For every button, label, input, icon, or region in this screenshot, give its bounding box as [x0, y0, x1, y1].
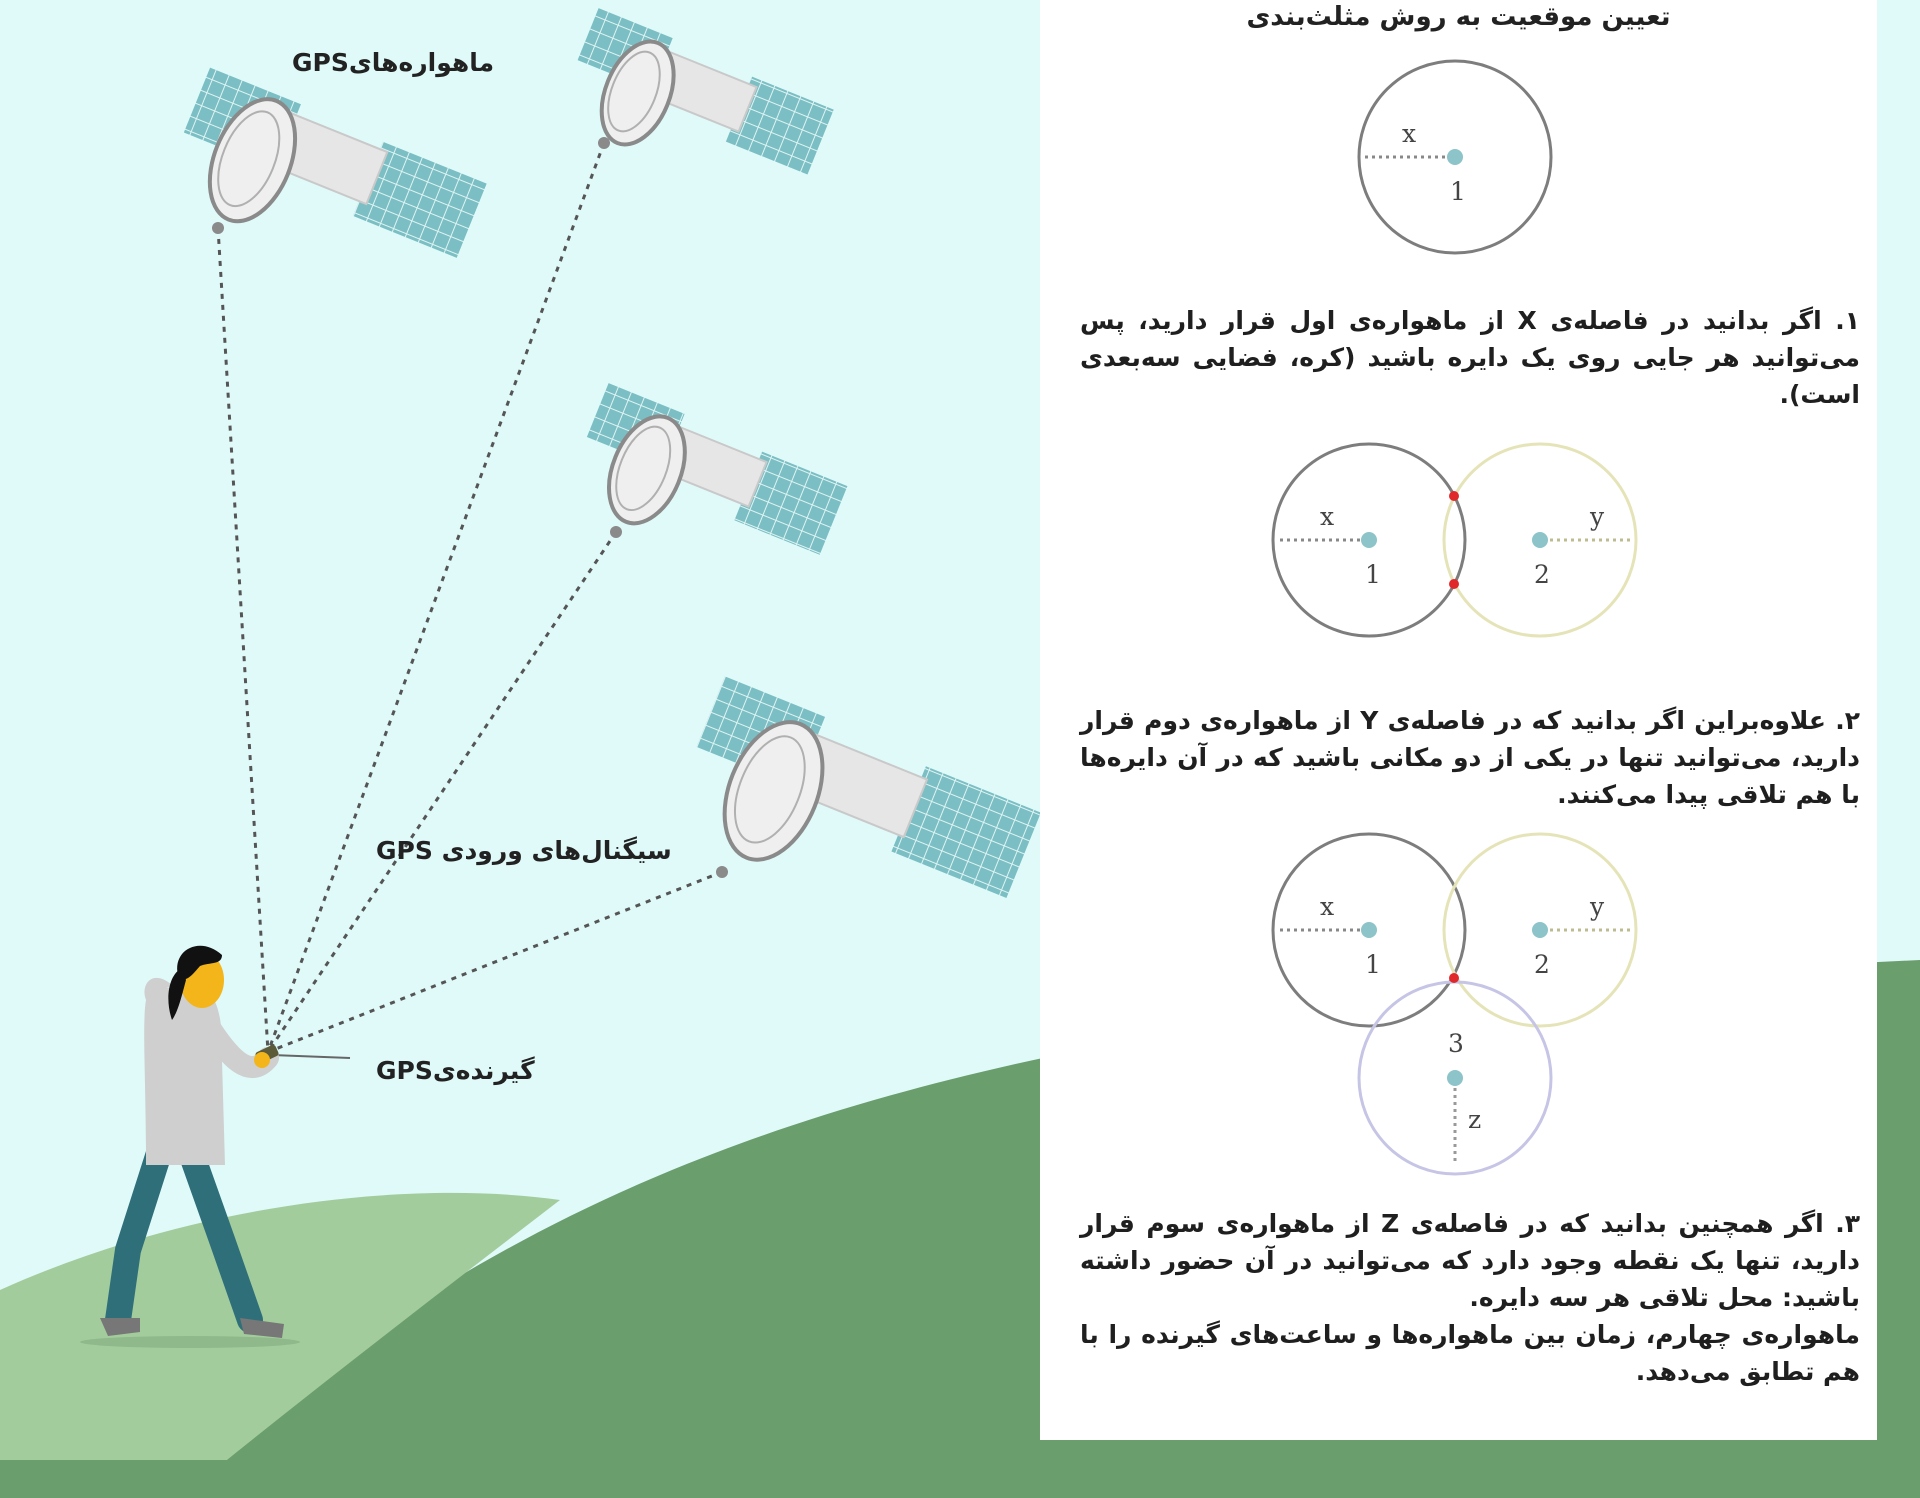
- center-dot-1: [1361, 532, 1377, 548]
- intersection-top: [1449, 491, 1459, 501]
- satellite-3-antenna: [610, 526, 622, 538]
- satellite-1: [183, 67, 487, 258]
- label-1: 1: [1365, 560, 1381, 589]
- center-dot-1: [1447, 149, 1463, 165]
- circle-y: [1442, 832, 1638, 1028]
- signal-lines: [216, 142, 723, 1054]
- label-gps-satellites: ماهواره‌هایGPS: [292, 48, 495, 77]
- circle-x: [1271, 832, 1467, 1028]
- label-2: 2: [1534, 950, 1550, 979]
- label-1: 1: [1450, 177, 1466, 206]
- label-gps-signals: سیگنال‌های ورودی GPS: [376, 836, 672, 865]
- circle-y: [1442, 442, 1638, 638]
- satellite-4: [696, 676, 1041, 898]
- receiver-pointer: [271, 1054, 351, 1059]
- satellite-2: [577, 8, 834, 175]
- diagram-three-circles: x y 1 2 3 z: [1271, 832, 1638, 1176]
- label-z: z: [1468, 1105, 1481, 1134]
- satellite-3: [586, 383, 848, 555]
- center-dot-3: [1447, 1070, 1463, 1086]
- center-dot-2: [1532, 922, 1548, 938]
- step-2-text: ۲. علاوه‌براین اگر بدانید که در فاصله‌ی …: [1080, 706, 1860, 809]
- circle-x: [1357, 59, 1553, 255]
- step-3-note: ماهواره‌ی چهارم، زمان بین ماهواره‌ها و س…: [1080, 1320, 1860, 1386]
- satellite-1-antenna: [212, 222, 224, 234]
- satellite-4-antenna: [716, 866, 728, 878]
- step-1-text: ۱. اگر بدانید در فاصله‌ی X از ماهواره‌ی …: [1080, 306, 1860, 409]
- intersection-point: [1449, 973, 1459, 983]
- label-1: 1: [1365, 950, 1381, 979]
- diagram-one-circle: x 1: [1357, 59, 1553, 255]
- hill-light: [0, 1192, 560, 1498]
- label-gps-receiver: گیرنده‌یGPS: [376, 1056, 535, 1085]
- ground-strip: [0, 1460, 1920, 1498]
- label-y: y: [1589, 502, 1605, 531]
- person-walking: [80, 945, 300, 1348]
- circle-x: [1271, 442, 1467, 638]
- label-x: x: [1402, 119, 1416, 148]
- center-dot-2: [1532, 532, 1548, 548]
- label-x: x: [1320, 502, 1334, 531]
- triangulation-panel: تعیین موقعیت به روش مثلث‌بندی x 1 ۱. اگر…: [1040, 0, 1877, 1440]
- label-x: x: [1320, 892, 1334, 921]
- center-dot-1: [1361, 922, 1377, 938]
- label-3: 3: [1448, 1029, 1464, 1058]
- label-2: 2: [1534, 560, 1550, 589]
- step-3-text: ۳. اگر همچنین بدانید که در فاصله‌ی Z از …: [1080, 1205, 1860, 1390]
- label-y: y: [1589, 892, 1605, 921]
- satellite-2-antenna: [598, 137, 610, 149]
- intersection-bottom: [1449, 579, 1459, 589]
- panel-title: تعیین موقعیت به روش مثلث‌بندی: [1246, 2, 1671, 32]
- diagram-two-circles: x y 1 2: [1271, 442, 1638, 638]
